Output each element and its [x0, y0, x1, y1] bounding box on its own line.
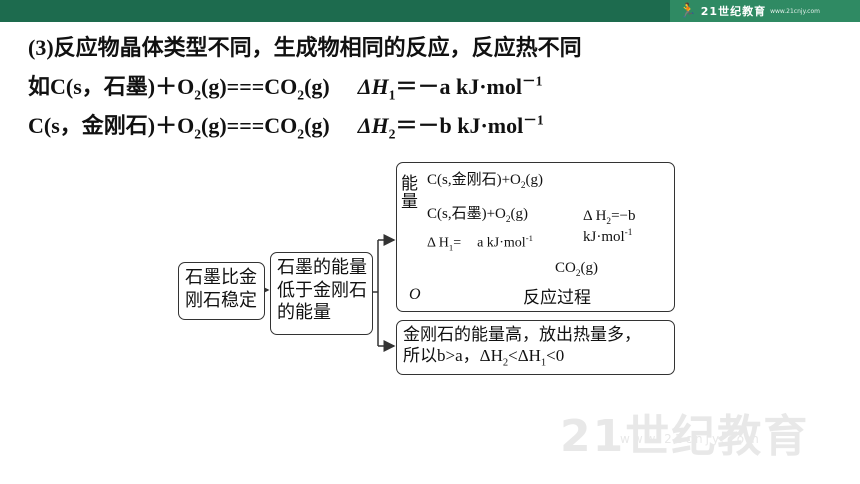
level-graphite-label: C(s,石墨)+O2(g) — [427, 206, 529, 225]
x-axis-label: 反应过程 — [523, 288, 591, 307]
dh2-label: Δ H2=−b kJ·mol-1 — [583, 208, 636, 246]
equation-diamond: C(s，金刚石)＋O2(g)===CO2(g)ΔH2＝－b kJ·mol－1 — [28, 112, 544, 142]
level-diamond-label: C(s,金刚石)+O2(g) — [427, 172, 544, 191]
runner-icon: 🏃 — [679, 3, 697, 19]
energy-diagram-box: 能量 C(s,金刚石)+O2(g) C(s,石墨)+O2(g) Δ H1=a k… — [396, 162, 675, 312]
watermark: 21世纪教育 — [560, 411, 810, 462]
conclusion-box: 金刚石的能量高，放出热量多， 所以b>a，ΔH2<ΔH1<0 — [396, 320, 675, 375]
energy-axis-label: 能量 — [401, 174, 418, 211]
stability-box: 石墨比金 刚石稳定 — [178, 262, 265, 320]
heading-line: (3)反应物晶体类型不同，生成物相同的反应，反应热不同 — [28, 35, 582, 60]
level-co2-label: CO2(g) — [555, 260, 598, 279]
equation-graphite: 如C(s，石墨)＋O2(g)===CO2(g)ΔH1＝－a kJ·mol－1 — [28, 73, 543, 103]
brand-url: www.21cnjy.com — [770, 7, 820, 15]
brand-logo: 🏃 21世纪教育 www.21cnjy.com — [679, 2, 820, 20]
banner-stripe — [670, 0, 860, 22]
energy-comparison-box: 石墨的能量 低于金刚石 的能量 — [270, 252, 373, 335]
origin-label: O — [409, 286, 421, 303]
top-banner: 🏃 21世纪教育 www.21cnjy.com — [0, 0, 860, 22]
watermark-url: www.21cnjy.com — [620, 432, 762, 446]
brand-name: 21世纪教育 — [700, 5, 767, 18]
dh1-label: Δ H1=a kJ·mol-1 — [427, 233, 533, 253]
